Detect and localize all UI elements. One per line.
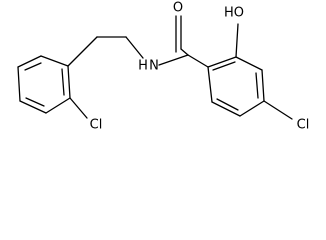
bond (17, 66, 21, 102)
structure-diagram: Cl H N O HO Cl (17, 1, 310, 133)
bond (180, 48, 189, 56)
chlorine-para-label: Cl (297, 118, 310, 133)
double-bond (216, 98, 239, 111)
bond (239, 100, 265, 117)
bond (235, 56, 263, 71)
double-bond (255, 72, 259, 99)
bond (207, 66, 213, 103)
bond (207, 56, 237, 68)
bond (187, 54, 209, 68)
amide-n-label: N (149, 59, 159, 74)
right-ring (187, 54, 265, 117)
bond (158, 54, 189, 66)
bond (40, 55, 69, 67)
hydroxyl-label: HO (224, 6, 244, 21)
bond (67, 65, 71, 99)
amide-h-label: H (138, 59, 148, 74)
carbonyl-oxygen-label: O (173, 1, 183, 16)
double-bond (25, 97, 45, 107)
bond (261, 69, 265, 102)
bond (235, 23, 239, 58)
bond (263, 100, 293, 120)
bond (19, 100, 47, 114)
bond (211, 101, 241, 117)
double-bond (61, 68, 65, 96)
bond (125, 36, 144, 59)
bond (69, 97, 88, 119)
double-bond (212, 61, 236, 71)
bond (67, 36, 98, 67)
double-bond (24, 62, 42, 71)
bond (17, 55, 42, 68)
chlorine-ortho-label: Cl (90, 118, 103, 133)
left-ring (17, 55, 71, 114)
bond (45, 97, 71, 114)
